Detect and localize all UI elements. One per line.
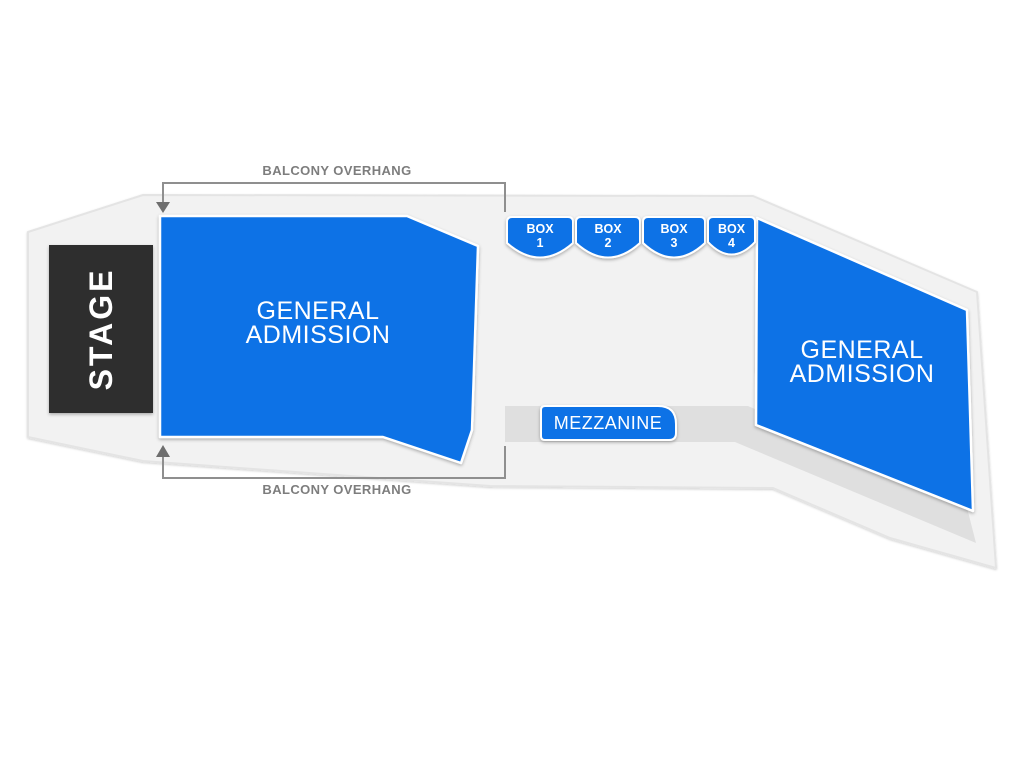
box-1-shape[interactable] (506, 216, 574, 259)
box-3-label: BOX (660, 222, 688, 236)
box-1-label: BOX (526, 222, 554, 236)
box-2-shape[interactable] (575, 216, 641, 259)
balcony-overhang-top-annotation: BALCONY OVERHANG (156, 163, 506, 213)
box-1-section: BOX 1 (506, 216, 574, 259)
box-4-section: BOX 4 (707, 216, 756, 256)
box-4-number: 4 (728, 236, 735, 250)
box-2-section: BOX 2 (575, 216, 641, 259)
stage: STAGE (49, 245, 153, 413)
box-2-label: BOX (594, 222, 622, 236)
balcony-overhang-bottom-annotation: BALCONY OVERHANG (156, 445, 506, 497)
mezzanine-section: MEZZANINE (540, 405, 677, 441)
box-sections: BOX 1 BOX 2 BOX 3 BOX 4 (506, 216, 756, 259)
stage-label: STAGE (83, 268, 119, 391)
arrow-down-icon (156, 202, 170, 213)
balcony-overhang-top-label: BALCONY OVERHANG (262, 163, 411, 178)
box-3-number: 3 (671, 236, 678, 250)
balcony-overhang-top-bracket (162, 182, 506, 212)
box-4-label: BOX (718, 222, 746, 236)
general-admission-right-label-line2: ADMISSION (790, 360, 935, 388)
box-2-number: 2 (605, 236, 612, 250)
stage-block (49, 245, 153, 413)
general-admission-left-section: GENERAL ADMISSION (158, 214, 480, 465)
balcony-overhang-bottom-label: BALCONY OVERHANG (262, 482, 411, 497)
mezzanine-shape[interactable] (540, 405, 677, 441)
box-4-shape[interactable] (707, 216, 756, 256)
general-admission-left-label-line2: ADMISSION (246, 321, 391, 349)
balcony-overhang-bottom-bracket (162, 446, 506, 479)
mezzanine-label: MEZZANINE (554, 413, 663, 433)
box-1-number: 1 (537, 236, 544, 250)
general-admission-right-shape[interactable] (754, 216, 975, 513)
general-admission-right-section: GENERAL ADMISSION (754, 216, 975, 513)
box-3-section: BOX 3 (642, 216, 706, 259)
arrow-up-icon (156, 445, 170, 457)
box-3-shape[interactable] (642, 216, 706, 259)
general-admission-left-shape[interactable] (158, 214, 480, 465)
general-admission-left-label-line1: GENERAL (257, 297, 380, 325)
general-admission-right-label-line1: GENERAL (801, 336, 924, 364)
